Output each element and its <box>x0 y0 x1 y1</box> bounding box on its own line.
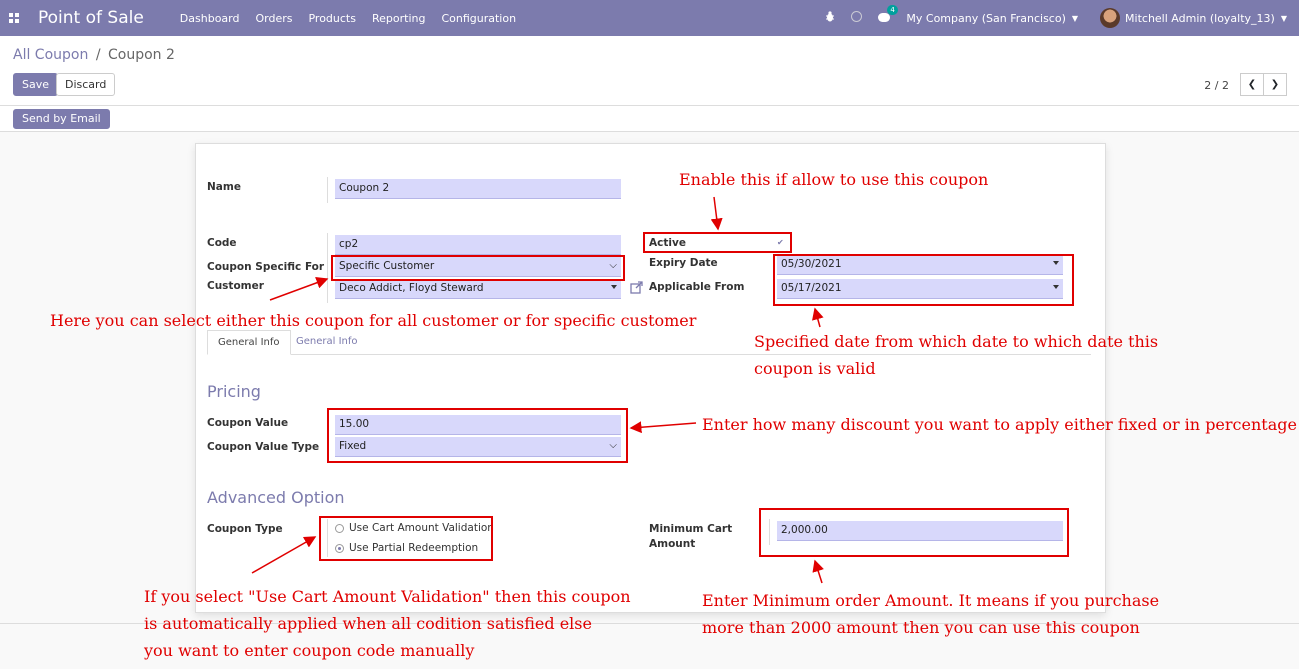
annotation-active: Enable this if allow to use this coupon <box>679 170 989 189</box>
chevron-down-icon: ⌵ <box>609 260 617 271</box>
active-checkbox[interactable]: ✔ <box>777 238 784 247</box>
name-label: Name <box>207 181 241 193</box>
coupon-value-type-select[interactable]: Fixed ⌵ <box>335 437 621 457</box>
coupon-value-type-value: Fixed <box>339 440 367 452</box>
tab-general-info-2[interactable]: General Info <box>296 336 358 347</box>
breadcrumb-all-coupon[interactable]: All Coupon <box>13 47 89 63</box>
annotation-min-cart-line-1: Enter Minimum order Amount. It means if … <box>702 591 1160 610</box>
radio-label: Use Cart Amount Validation <box>349 522 494 534</box>
caret-down-icon: ▼ <box>1280 13 1287 23</box>
specific-for-value: Specific Customer <box>339 260 435 272</box>
coupon-value-label: Coupon Value <box>207 417 289 429</box>
field-separator <box>327 519 328 557</box>
bottom-divider <box>0 623 1299 624</box>
app-title[interactable]: Point of Sale <box>38 8 144 28</box>
activity-clock-icon[interactable] <box>851 11 863 25</box>
annotation-dates-line-2: coupon is valid <box>754 359 876 378</box>
external-link-icon[interactable] <box>630 281 643 294</box>
code-label: Code <box>207 237 237 249</box>
customer-label: Customer <box>207 280 264 292</box>
radio-unchecked-icon <box>335 523 344 533</box>
radio-partial-redeemption[interactable]: Use Partial Redeemption <box>335 542 478 554</box>
annotation-min-cart-line-2: more than 2000 amount then you can use t… <box>702 618 1140 637</box>
company-name: My Company (San Francisco) <box>906 11 1066 25</box>
annotation-box-active <box>643 232 792 253</box>
form-statusbar: Send by Email <box>0 106 1299 132</box>
menu-orders[interactable]: Orders <box>255 11 293 25</box>
customer-value: Deco Addict, Floyd Steward <box>339 282 484 294</box>
coupon-value-type-label: Coupon Value Type <box>207 441 320 453</box>
pricing-section-title: Pricing <box>207 382 261 401</box>
annotation-coupon-type-line-3: you want to enter coupon code manually <box>144 641 475 660</box>
menu-configuration[interactable]: Configuration <box>441 11 517 25</box>
field-separator <box>327 177 328 203</box>
annotation-box-coupon-type <box>319 516 493 561</box>
advanced-section-title: Advanced Option <box>207 488 345 507</box>
top-navbar: Point of Sale Dashboard Orders Products … <box>0 0 1299 36</box>
applicable-from-input[interactable]: 05/17/2021 <box>777 279 1063 299</box>
caret-down-icon <box>611 285 617 289</box>
tab-general-info-1[interactable]: General Info <box>207 330 291 355</box>
name-input[interactable]: Coupon 2 <box>335 179 621 199</box>
user-avatar <box>1100 8 1121 28</box>
control-panel: All Coupon / Coupon 2 Save Discard 2 / 2… <box>0 36 1299 106</box>
save-button[interactable]: Save <box>13 73 59 96</box>
breadcrumb-separator: / <box>95 47 101 63</box>
chat-count-badge: 4 <box>887 4 898 15</box>
radio-cart-amount-validation[interactable]: Use Cart Amount Validation <box>335 522 494 534</box>
send-by-email-button[interactable]: Send by Email <box>13 109 110 129</box>
discard-button[interactable]: Discard <box>56 73 116 96</box>
minimum-cart-amount-input[interactable]: 2,000.00 <box>777 521 1063 541</box>
breadcrumb-current: Coupon 2 <box>107 47 175 63</box>
user-menu[interactable]: Mitchell Admin (loyalty_13) ▼ <box>1100 8 1287 28</box>
company-switcher[interactable]: My Company (San Francisco) ▼ <box>906 12 1078 25</box>
user-name: Mitchell Admin (loyalty_13) <box>1125 11 1275 25</box>
chevron-left-icon: ❮ <box>1247 79 1257 90</box>
annotation-coupon-type-line-2: is automatically applied when all coditi… <box>144 614 592 633</box>
annotation-customer: Here you can select either this coupon f… <box>50 311 697 330</box>
caret-down-icon <box>1053 285 1059 289</box>
field-separator <box>769 519 770 545</box>
chevron-right-icon: ❯ <box>1270 79 1280 90</box>
annotation-discount: Enter how many discount you want to appl… <box>702 415 1297 434</box>
menu-dashboard[interactable]: Dashboard <box>179 11 240 25</box>
tabs-underline <box>207 354 1091 355</box>
active-label: Active <box>649 237 686 249</box>
annotation-box-specific-for <box>331 255 625 281</box>
annotation-coupon-type-line-1: If you select "Use Cart Amount Validatio… <box>144 587 631 606</box>
pager-previous-button[interactable]: ❮ <box>1240 73 1264 96</box>
menu-products[interactable]: Products <box>308 11 356 25</box>
minimum-cart-label: Minimum Cart <box>649 523 733 535</box>
coupon-type-label: Coupon Type <box>207 523 283 535</box>
minimum-cart-label-2: Amount <box>649 538 696 550</box>
customer-select[interactable]: Deco Addict, Floyd Steward <box>335 279 621 299</box>
radio-label: Use Partial Redeemption <box>349 542 479 554</box>
chevron-down-icon: ⌵ <box>609 440 617 451</box>
expiry-date-label: Expiry Date <box>649 257 718 269</box>
annotation-box-min-cart <box>759 508 1069 557</box>
caret-down-icon <box>1053 261 1059 265</box>
menu-reporting[interactable]: Reporting <box>371 11 426 25</box>
messages-chat-icon[interactable]: 4 <box>878 4 898 25</box>
debug-bug-icon[interactable] <box>825 11 835 25</box>
expiry-date-value: 05/30/2021 <box>781 258 842 270</box>
code-input[interactable]: cp2 <box>335 235 621 255</box>
annotation-box-dates <box>773 254 1074 306</box>
applicable-from-label: Applicable From <box>649 281 745 293</box>
annotation-box-pricing <box>327 408 628 463</box>
pager-next-button[interactable]: ❯ <box>1263 73 1287 96</box>
applicable-from-value: 05/17/2021 <box>781 282 842 294</box>
field-separator <box>327 233 328 303</box>
pager-value[interactable]: 2 / 2 <box>1204 79 1229 92</box>
caret-down-icon: ▼ <box>1071 13 1079 23</box>
coupon-value-input[interactable]: 15.00 <box>335 415 621 435</box>
apps-menu-icon[interactable] <box>0 0 28 36</box>
specific-for-label: Coupon Specific For <box>207 261 325 273</box>
breadcrumb: All Coupon / Coupon 2 <box>13 47 175 63</box>
expiry-date-input[interactable]: 05/30/2021 <box>777 255 1063 275</box>
specific-for-select[interactable]: Specific Customer ⌵ <box>335 257 621 277</box>
annotation-dates-line-1: Specified date from which date to which … <box>754 332 1159 351</box>
radio-checked-icon <box>335 543 344 553</box>
navbar-systray: 4 My Company (San Francisco) ▼ Mitchell … <box>825 0 1287 36</box>
